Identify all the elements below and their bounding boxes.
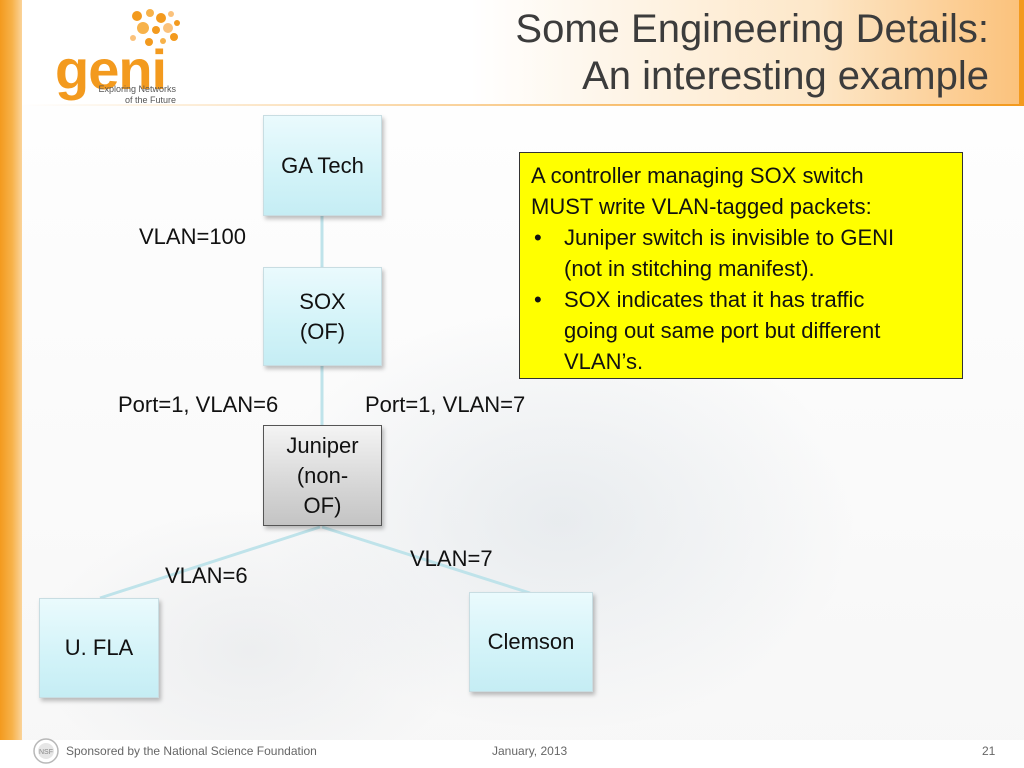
header-divider (22, 104, 1024, 106)
connector-juniper-clemson (321, 525, 531, 595)
node-sox-label: SOX (OF) (299, 288, 346, 344)
left-accent-bar (0, 0, 22, 740)
node-clemson-label: Clemson (487, 629, 575, 654)
node-sox: SOX (OF) (263, 267, 382, 366)
edge-label-sox-juniper-left: Port=1, VLAN=6 (118, 392, 279, 417)
slide-title-line-1: Some Engineering Details: (515, 7, 989, 51)
slide-title: Some Engineering Details: An interesting… (515, 6, 989, 100)
edge-label-juniper-ufla: VLAN=6 (165, 563, 248, 588)
header-band (22, 0, 1019, 105)
node-clemson: Clemson (469, 592, 593, 692)
edge-label-sox-juniper-right: Port=1, VLAN=7 (365, 392, 526, 417)
callout-box: A controller managing SOX switch MUST wr… (519, 152, 963, 379)
node-juniper: Juniper (non- OF) (263, 425, 382, 526)
connector-juniper-ufla (99, 525, 321, 600)
node-ufla: U. FLA (39, 598, 159, 698)
callout-bullet: SOX indicates that it has traffic going … (531, 284, 952, 377)
footer-page-number: 21 (982, 744, 996, 758)
node-ufla-label: U. FLA (64, 635, 134, 660)
node-ga-tech: GA Tech (263, 115, 382, 216)
geni-logo-dots-icon (130, 9, 180, 46)
callout-bullet: Juniper switch is invisible to GENI (not… (531, 222, 952, 284)
node-ga-tech-label: GA Tech (281, 152, 364, 178)
edge-label-ga-sox: VLAN=100 (139, 224, 247, 249)
edge-label-juniper-clemson: VLAN=7 (410, 546, 493, 571)
callout-intro: A controller managing SOX switch MUST wr… (531, 163, 872, 219)
callout-bullet-list: Juniper switch is invisible to GENI (not… (531, 222, 952, 377)
footer-bar (0, 740, 1024, 768)
geni-tagline: Exploring Networks of the Future (98, 84, 176, 105)
geni-wordmark: geni (55, 38, 167, 101)
svg-text:NSF: NSF (39, 749, 53, 756)
footer-sponsor: Sponsored by the National Science Founda… (66, 744, 317, 758)
right-accent-bar (1019, 0, 1024, 105)
nsf-logo-icon: NSF (33, 738, 59, 764)
footer-date: January, 2013 (492, 744, 568, 758)
slide-title-line-2: An interesting example (582, 54, 989, 98)
node-juniper-label: Juniper (non- OF) (286, 432, 359, 518)
geni-logo: geni Exploring Networks of the Future (55, 8, 195, 108)
